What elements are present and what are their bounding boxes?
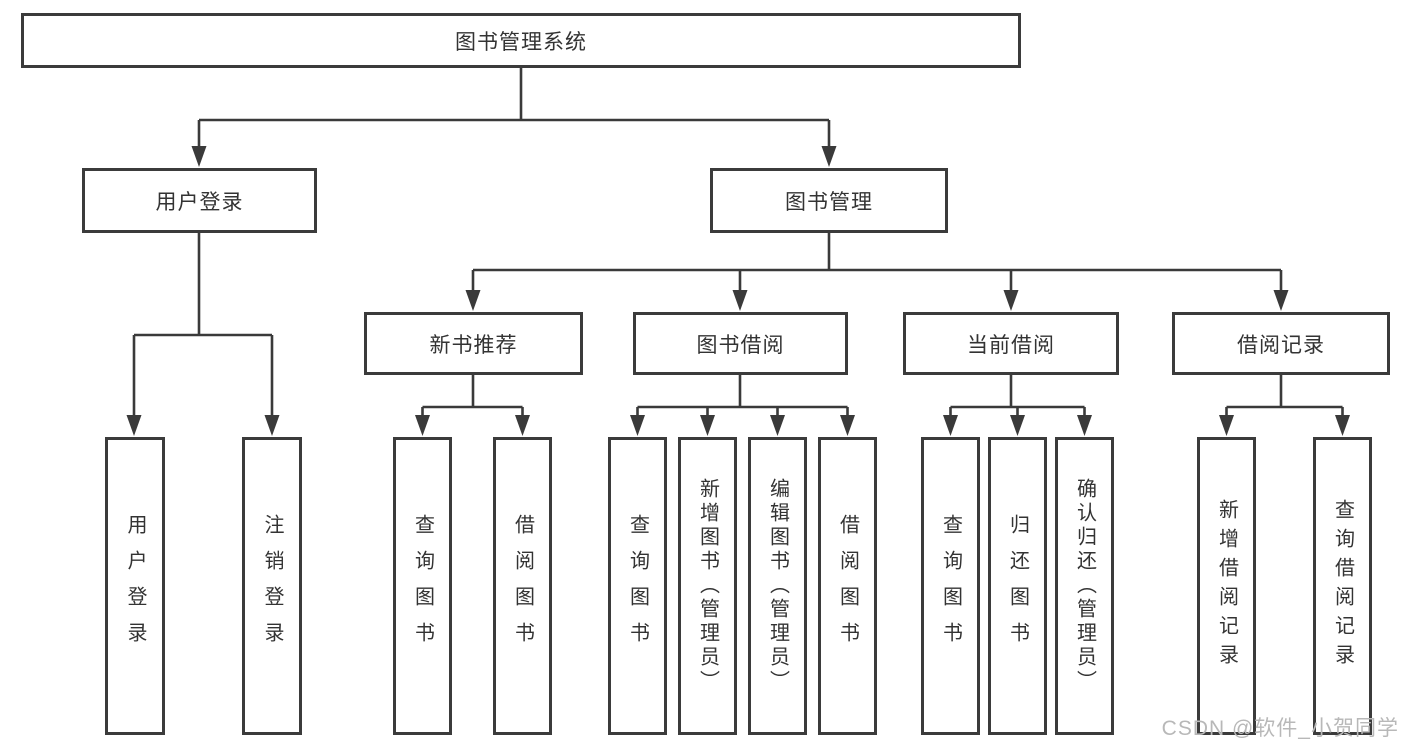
leaf-label: 归还图书 [1006,514,1029,658]
leaf-borrow-books-recommend: 借阅图书 [493,437,552,735]
csdn-watermark: CSDN @软件_小贺同学 [1161,717,1399,740]
arrowhead-icon [1219,415,1234,436]
leaf-add-borrow-record: 新增借阅记录 [1197,437,1256,735]
leaf-label: 查询图书 [411,514,434,658]
node-user-login: 用户登录 [82,168,317,233]
arrowhead-icon [191,146,207,167]
arrowhead-icon [1003,290,1019,311]
leaf-label: 用户登录 [124,514,146,658]
node-label: 图书管理系统 [455,30,587,54]
leaf-label: 查询借阅记录 [1331,499,1354,673]
arrowhead-icon [732,290,748,311]
leaf-label: 新增图书（管理员） [696,478,719,694]
leaf-label: 编辑图书（管理员） [766,478,789,694]
arrowhead-icon [126,415,142,436]
leaf-confirm-return-admin: 确认归还（管理员） [1055,437,1114,735]
arrowhead-icon [264,415,280,436]
leaf-label: 新增借阅记录 [1215,499,1238,673]
node-book-management: 图书管理 [710,168,948,233]
leaf-query-borrow-record: 查询借阅记录 [1313,437,1372,735]
arrowhead-icon [1335,415,1350,436]
arrowhead-icon [1077,415,1092,436]
leaf-edit-book-admin: 编辑图书（管理员） [748,437,807,735]
leaf-logout: 注销登录 [242,437,302,735]
leaf-query-books-current: 查询图书 [921,437,980,735]
arrowhead-icon [1010,415,1025,436]
arrowhead-icon [630,415,645,436]
tree-edges [132,68,1344,419]
node-label: 用户登录 [155,190,244,214]
arrowhead-icon [415,415,430,436]
arrowhead-icon [943,415,958,436]
leaf-label: 确认归还（管理员） [1073,478,1096,694]
leaf-borrow-books: 借阅图书 [818,437,877,735]
arrowhead-icon [770,415,785,436]
leaf-return-books: 归还图书 [988,437,1047,735]
node-current-borrowing: 当前借阅 [903,312,1119,375]
node-new-book-recommend: 新书推荐 [364,312,583,375]
arrowhead-icon [821,146,837,167]
node-label: 借阅记录 [1237,333,1325,357]
node-label: 新书推荐 [429,333,518,357]
arrowhead-icon [840,415,855,436]
leaf-label: 借阅图书 [511,514,534,658]
leaf-add-book-admin: 新增图书（管理员） [678,437,737,735]
arrowhead-icon [1273,290,1289,311]
leaf-label: 查询图书 [626,514,649,658]
node-label: 当前借阅 [967,333,1055,357]
arrowhead-icon [465,290,481,311]
arrowhead-icon [700,415,715,436]
leaf-label: 借阅图书 [836,514,859,658]
leaf-user-login: 用户登录 [105,437,165,735]
leaf-query-books-borrow: 查询图书 [608,437,667,735]
arrowhead-icon [515,415,530,436]
node-label: 图书管理 [785,190,873,214]
leaf-label: 注销登录 [261,514,283,658]
node-library-system: 图书管理系统 [21,13,1021,68]
leaf-query-books-recommend: 查询图书 [393,437,452,735]
node-book-borrowing: 图书借阅 [633,312,848,375]
node-borrowing-records: 借阅记录 [1172,312,1390,375]
node-label: 图书借阅 [696,333,785,357]
leaf-label: 查询图书 [939,514,962,658]
